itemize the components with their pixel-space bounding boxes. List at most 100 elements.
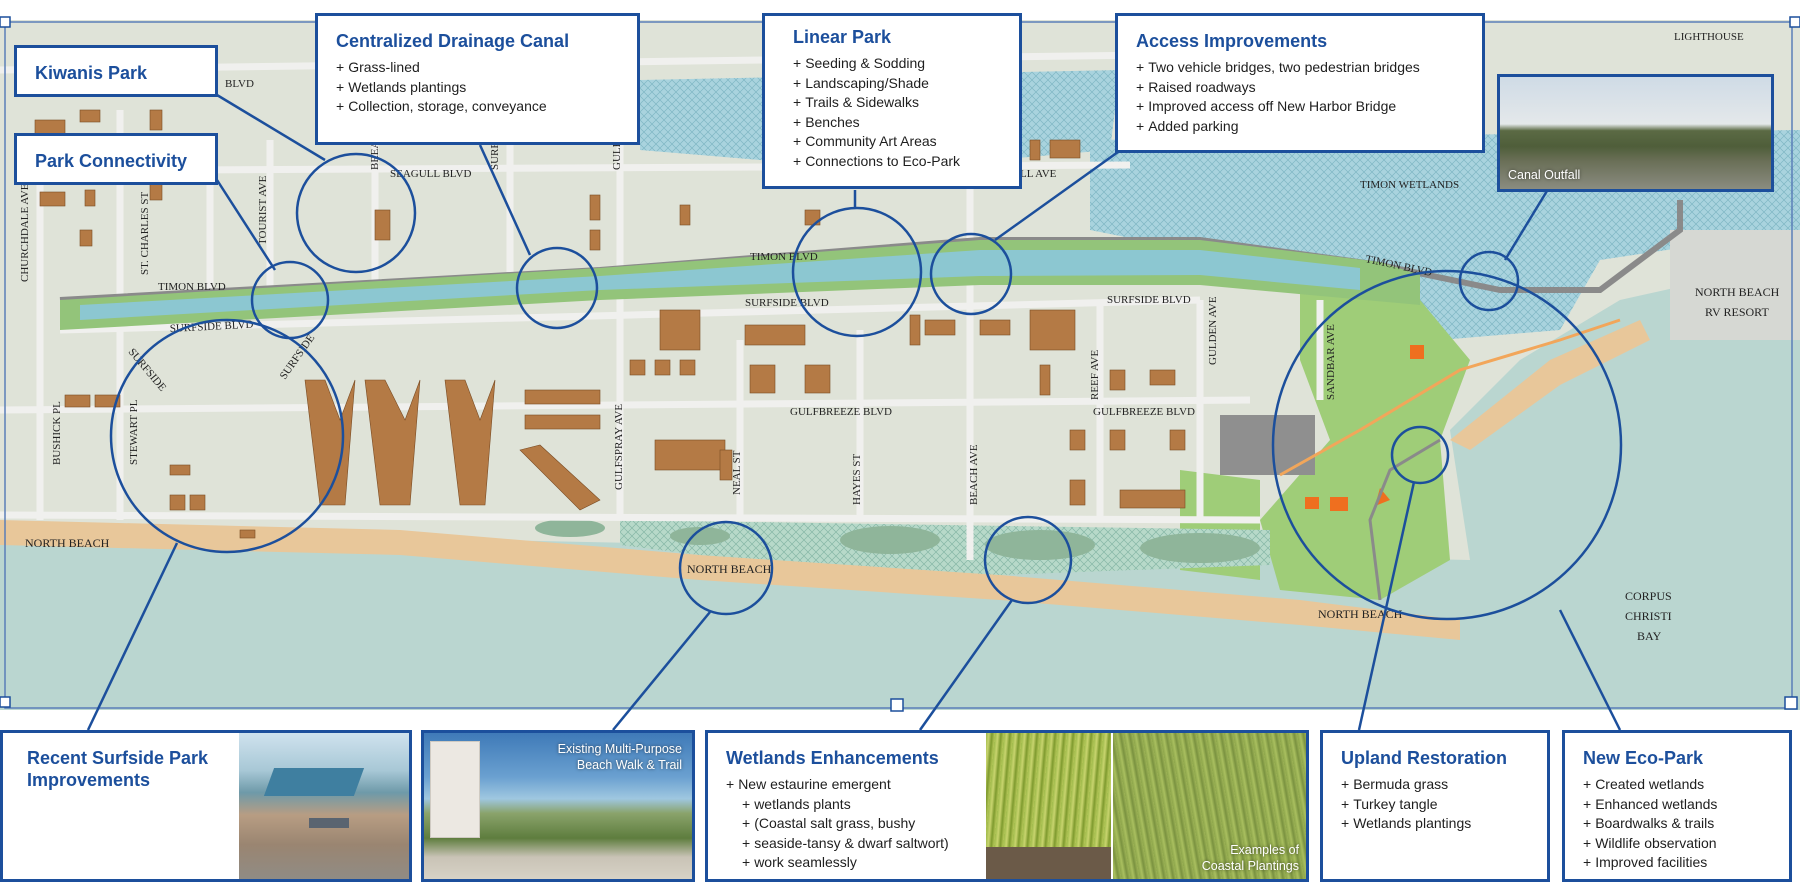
street-labels: LIGHTHOUSE TIMON WETLANDS NORTH BEACH RV… (19, 31, 1780, 643)
list-item: Trails & Sidewalks (793, 93, 1019, 113)
eco-path (1368, 438, 1441, 601)
surfside-blvd-west-label: SURFSIDE BLVD (170, 319, 254, 335)
north-beach-west-label: NORTH BEACH (25, 536, 110, 550)
tourist-ave-label: TOURIST AVE (257, 175, 269, 245)
frame-handle[interactable] (1784, 696, 1798, 710)
sandbar-ave-label: SANDBAR AVE (1325, 324, 1337, 400)
list-item: Enhanced wetlands (1583, 795, 1789, 815)
wetlands-photo-1 (986, 733, 1111, 879)
drainage-canal (80, 250, 1360, 320)
corpus-label-1: CORPUS (1625, 589, 1672, 603)
bushick-pl-label: BUSHICK PL (51, 401, 63, 465)
churchdale-ave-label: CHURCHDALE AVE (19, 183, 31, 282)
seagull-blvd-label: SEAGULL BLVD (390, 168, 471, 180)
beach-wetlands (620, 520, 1270, 575)
timon-blvd-center-label: TIMON BLVD (750, 251, 818, 263)
rv-resort-label-2: RV RESORT (1705, 305, 1769, 319)
gulfbreeze-blvd-2-label: GULFBREEZE BLVD (1093, 406, 1195, 418)
rv-resort (1670, 230, 1800, 340)
beach-sand-east (1450, 320, 1650, 450)
wetlands-caption-line2: Coastal Plantings (1201, 859, 1299, 873)
wetland-pond (535, 519, 605, 537)
list-item: Bermuda grass (1341, 775, 1547, 795)
north-beach-center-label: NORTH BEACH (687, 562, 772, 576)
list-item: Created wetlands (1583, 775, 1789, 795)
access-circle (929, 232, 1013, 316)
kiwanis-park-title: Kiwanis Park (35, 63, 148, 83)
wetlands-circle (983, 515, 1073, 605)
list-item: Wetlands plantings (336, 78, 637, 98)
eco-park-list: Created wetlands Enhanced wetlands Board… (1583, 775, 1789, 873)
stewart-pl-label: STEWART PL (128, 399, 140, 465)
surfside-blvd-east-label: SURFSIDE BLVD (1107, 294, 1191, 306)
outfall-circle (1458, 250, 1520, 312)
list-item: Grass-lined (336, 58, 637, 78)
drainage-canal-list: Grass-lined Wetlands plantings Collectio… (336, 58, 637, 117)
list-item: Connections to Eco-Park (793, 152, 1019, 172)
corpus-label-2: CHRISTI (1625, 609, 1672, 623)
wetlands-callout: Wetlands Enhancements New estaurine emer… (705, 730, 1309, 882)
canal-outfall-photo: Canal Outfall (1497, 74, 1774, 192)
gulfbreeze-blvd-1-label: GULFBREEZE BLVD (790, 406, 892, 418)
list-item: seaside-tansy & dwarf saltwort) (726, 834, 949, 854)
beach-ave-label: BEACH AVE (968, 444, 980, 505)
surfside-title-line1: Recent Surfside Park (27, 748, 209, 768)
linear-park-title: Linear Park (793, 27, 892, 47)
wetlands-photo-2: Examples of Coastal Plantings (1113, 733, 1306, 879)
canal-outfall-caption: Canal Outfall (1508, 168, 1581, 182)
corpus-label-3: BAY (1637, 629, 1662, 643)
frame-handle[interactable] (890, 698, 904, 712)
timon-blvd-west-label: TIMON BLVD (158, 281, 226, 293)
wetlands-title: Wetlands Enhancements (726, 748, 939, 768)
surfside-photo (239, 733, 409, 879)
kiwanis-circle (295, 152, 417, 274)
list-item: Wetlands plantings (1341, 814, 1547, 834)
linear-park-list: Seeding & Sodding Landscaping/Shade Trai… (793, 54, 1019, 171)
surfside-title-line2: Improvements (27, 770, 151, 790)
upland-list: Bermuda grass Turkey tangle Wetlands pla… (1341, 775, 1547, 834)
upland-title: Upland Restoration (1341, 748, 1508, 768)
list-item: Collection, storage, conveyance (336, 97, 637, 117)
frame-handle[interactable] (1789, 16, 1800, 28)
kiwanis-park-callout: Kiwanis Park (14, 45, 218, 97)
wetlands-caption-line1: Examples of (1230, 843, 1299, 857)
beach-sand (0, 520, 1460, 640)
frame-handle[interactable] (0, 696, 11, 708)
wetlands-list: New estaurine emergent wetlands plants (… (726, 775, 949, 873)
linear-park-callout: Linear Park Seeding & Sodding Landscapin… (762, 13, 1022, 189)
list-item: Improved facilities (1583, 853, 1789, 873)
ll-ave-label: LL AVE (1020, 168, 1057, 180)
list-item: Boardwalks & trails (1583, 814, 1789, 834)
wetland-pond (985, 530, 1095, 560)
eco-park-callout: New Eco-Park Created wetlands Enhanced w… (1562, 730, 1792, 882)
linear-park-circle (791, 206, 923, 338)
hayes-st-label: HAYES ST (851, 453, 863, 505)
buildings (34, 109, 1186, 539)
list-item: (Coastal salt grass, bushy (726, 814, 949, 834)
list-item: work seamlessly (726, 853, 949, 873)
brea-top-label: BREA (369, 141, 381, 170)
wetland-pond (1140, 533, 1260, 563)
surfside-circle (109, 318, 345, 554)
wetland-pond (840, 526, 940, 554)
eco-park (1260, 280, 1470, 600)
beach-walk-photo: Existing Multi-Purpose Beach Walk & Trai… (421, 730, 695, 882)
lighthouse-label: LIGHTHOUSE (1674, 31, 1744, 43)
park-connectivity-callout: Park Connectivity (14, 133, 218, 185)
list-item: New estaurine emergent (726, 775, 949, 795)
canal-circle (515, 246, 599, 330)
gulf-top-label: GULF (611, 141, 623, 170)
upland-callout: Upland Restoration Bermuda grass Turkey … (1320, 730, 1550, 882)
list-item: Raised roadways (1136, 78, 1482, 98)
list-item: Turkey tangle (1341, 795, 1547, 815)
focus-circles (109, 152, 1623, 621)
frame-handle[interactable] (0, 16, 11, 28)
list-item: Wildlife observation (1583, 834, 1789, 854)
surfside-callout: Recent Surfside Park Improvements (0, 730, 412, 882)
list-item: Improved access off New Harbor Bridge (1136, 97, 1482, 117)
list-item: wetlands plants (726, 795, 949, 815)
surf-top-label: SURF (489, 142, 501, 170)
bay-water (0, 260, 1800, 710)
list-item: Added parking (1136, 117, 1482, 137)
gulfspray-ave-label: GULFSPRAY AVE (613, 404, 625, 490)
